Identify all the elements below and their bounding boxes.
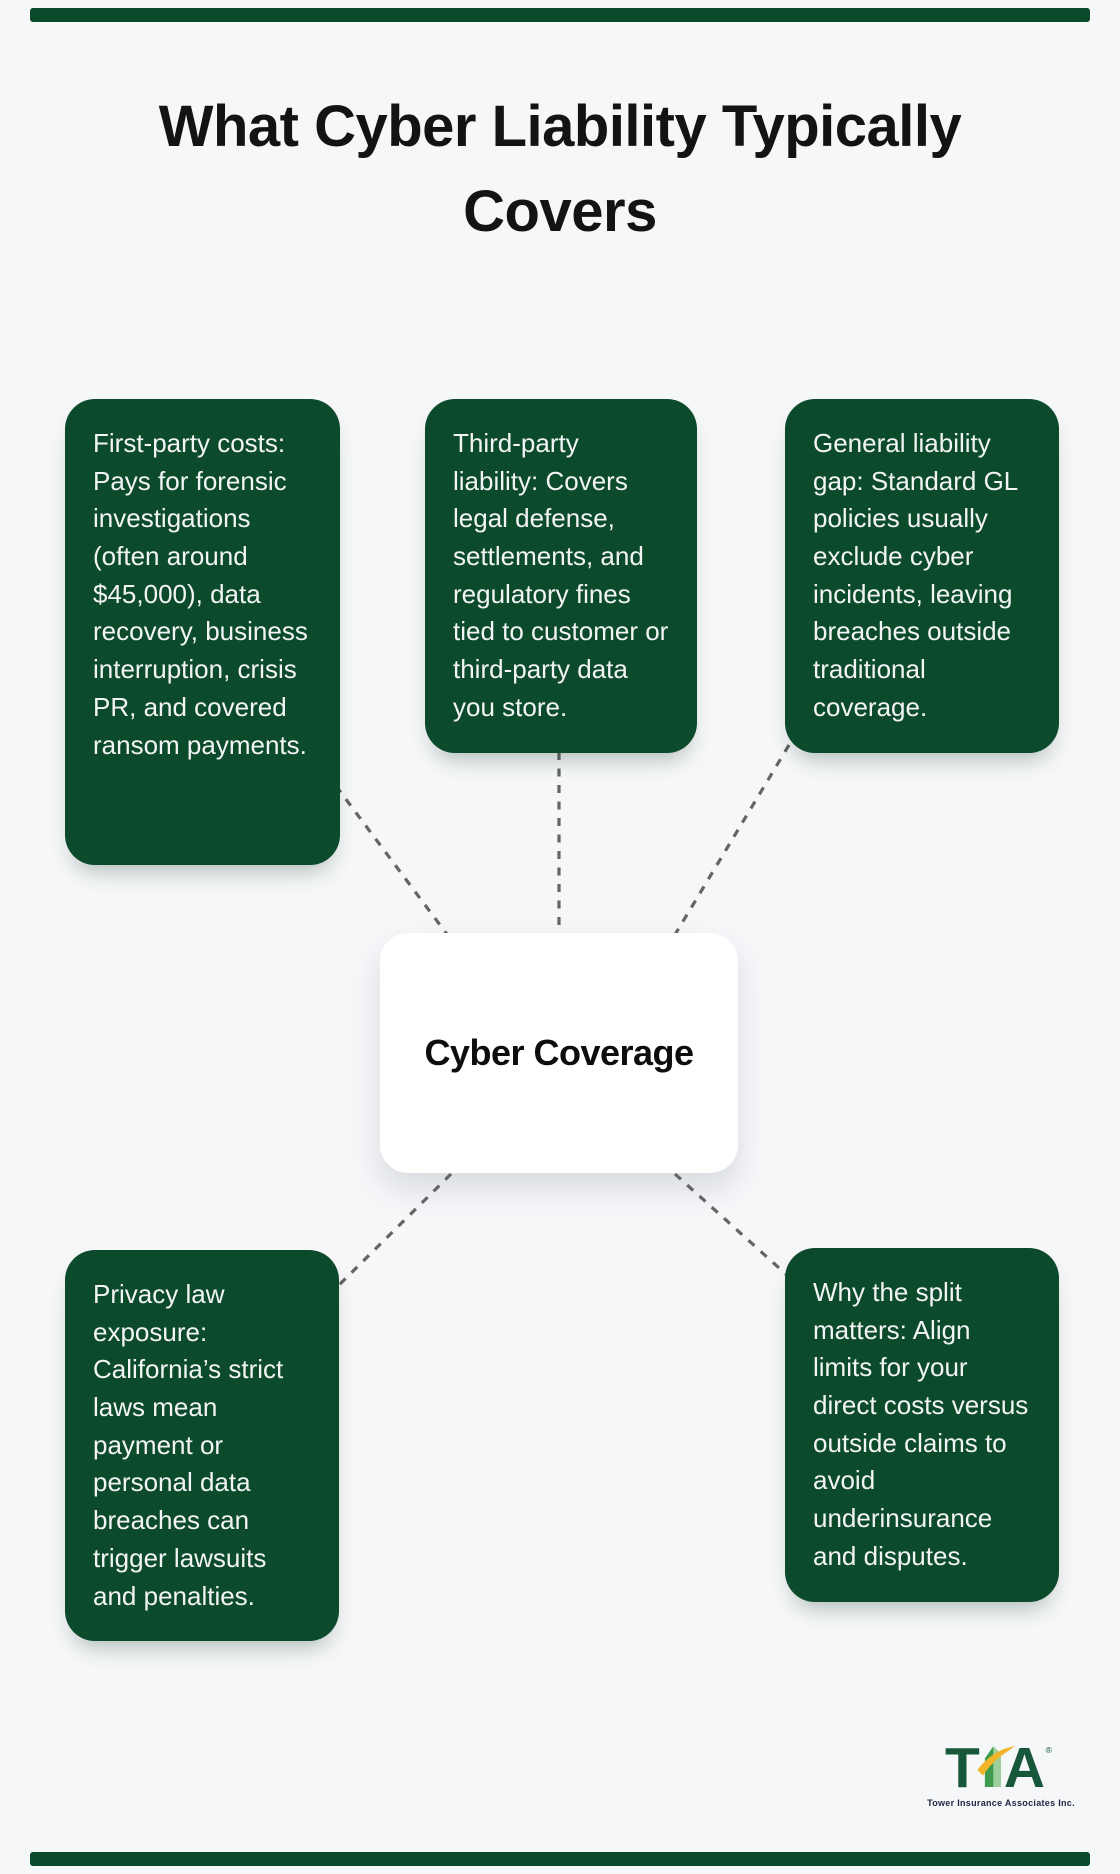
node-privacy-law-exposure: Privacy law exposure: California’s stric…	[65, 1250, 339, 1642]
tia-logo: T A ® Tower Insurance Associates Inc.	[916, 1742, 1086, 1808]
node-third-party-liability-text: Third-party liability: Covers legal defe…	[453, 428, 669, 722]
bottom-accent-bar	[30, 1852, 1090, 1866]
connector-gl-gap-to-center	[671, 744, 791, 939]
node-why-the-split-matters-text: Why the split matters: Align limits for …	[813, 1277, 1029, 1571]
node-first-party-costs: First-party costs: Pays for forensic inv…	[65, 399, 340, 865]
tia-letter-t: T	[945, 1742, 980, 1794]
swoosh-icon	[977, 1746, 1016, 1776]
node-third-party-liability: Third-party liability: Covers legal defe…	[425, 399, 697, 753]
page-title-text: What Cyber Liability Typically Covers	[158, 94, 962, 245]
connector-center-to-privacy-law	[334, 1172, 453, 1290]
connector-first-party-to-center	[334, 785, 454, 942]
page-title: What Cyber Liability Typically Covers	[0, 84, 1120, 255]
center-node-label: Cyber Coverage	[424, 1032, 694, 1073]
node-privacy-law-exposure-text: Privacy law exposure: California’s stric…	[93, 1279, 284, 1611]
center-node-cyber-coverage: Cyber Coverage	[380, 933, 738, 1173]
tia-logo-mark: T A ®	[945, 1742, 1053, 1794]
top-accent-bar	[30, 8, 1090, 22]
node-general-liability-gap-text: General liability gap: Standard GL polic…	[813, 428, 1018, 722]
node-general-liability-gap: General liability gap: Standard GL polic…	[785, 399, 1059, 753]
node-why-the-split-matters: Why the split matters: Align limits for …	[785, 1248, 1059, 1602]
registered-trademark-icon: ®	[1046, 1745, 1053, 1755]
tia-letter-a: A	[1004, 1742, 1045, 1794]
tia-logo-caption: Tower Insurance Associates Inc.	[927, 1798, 1075, 1808]
connector-center-to-why-split	[673, 1172, 791, 1279]
node-first-party-costs-text: First-party costs: Pays for forensic inv…	[93, 428, 308, 760]
